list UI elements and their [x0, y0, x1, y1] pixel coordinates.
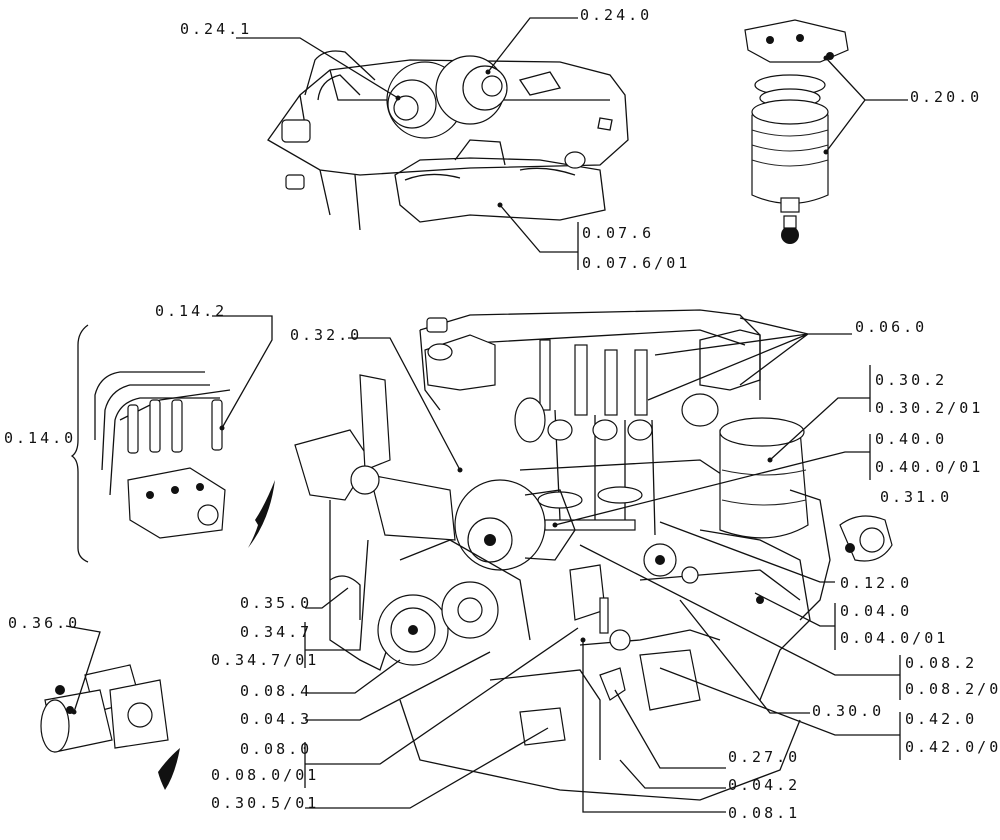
callout-0-40-0-01: 0.40.0/01 [875, 458, 983, 476]
callout-0-40-0: 0.40.0 [875, 430, 947, 448]
callout-0-06-0: 0.06.0 [855, 318, 927, 336]
callout-0-31-0: 0.31.0 [880, 488, 952, 506]
callout-0-04-2: 0.04.2 [728, 776, 800, 794]
callout-0-35-0: 0.35.0 [240, 594, 312, 612]
callout-0-08-0-01: 0.08.0/01 [211, 766, 319, 784]
turbocharger-illustration [267, 50, 629, 231]
callout-0-30-2: 0.30.2 [875, 371, 947, 389]
callout-0-07-6: 0.07.6 [582, 224, 654, 242]
callout-0-20-0: 0.20.0 [910, 88, 982, 106]
engine-block-illustration [294, 309, 893, 801]
fuel-filter-illustration [744, 19, 849, 244]
callout-0-07-6-01: 0.07.6/01 [582, 254, 690, 272]
callout-leader-lines [65, 17, 908, 813]
callout-0-08-2-01: 0.08.2/01 [905, 680, 1000, 698]
callout-0-34-7: 0.34.7 [240, 623, 312, 641]
callout-0-30-2-01: 0.30.2/01 [875, 399, 983, 417]
callout-0-24-1: 0.24.1 [180, 20, 252, 38]
leader-arrowheads [71, 55, 829, 715]
callout-0-04-0: 0.04.0 [840, 602, 912, 620]
callout-0-12-0: 0.12.0 [840, 574, 912, 592]
callout-0-04-3: 0.04.3 [240, 710, 312, 728]
callout-0-30-0: 0.30.0 [812, 702, 884, 720]
callout-0-08-0: 0.08.0 [240, 740, 312, 758]
callout-0-24-0: 0.24.0 [580, 6, 652, 24]
callout-0-32-0: 0.32.0 [290, 326, 362, 344]
callout-0-42-0: 0.42.0 [905, 710, 977, 728]
callout-0-08-2: 0.08.2 [905, 654, 977, 672]
callout-0-04-0-01: 0.04.0/01 [840, 629, 948, 647]
callout-0-30-5-01: 0.30.5/01 [211, 794, 319, 812]
callout-0-08-1: 0.08.1 [728, 804, 800, 822]
callout-0-42-0-01: 0.42.0/01 [905, 738, 1000, 756]
callout-0-36-0: 0.36.0 [8, 614, 80, 632]
callout-0-14-0: 0.14.0 [4, 429, 76, 447]
callout-0-08-4: 0.08.4 [240, 682, 312, 700]
callout-0-34-7-01: 0.34.7/01 [211, 651, 319, 669]
injection-kit-illustration [70, 324, 275, 563]
callout-0-14-2: 0.14.2 [155, 302, 227, 320]
callout-0-27-0: 0.27.0 [728, 748, 800, 766]
starter-motor-illustration [40, 664, 180, 790]
